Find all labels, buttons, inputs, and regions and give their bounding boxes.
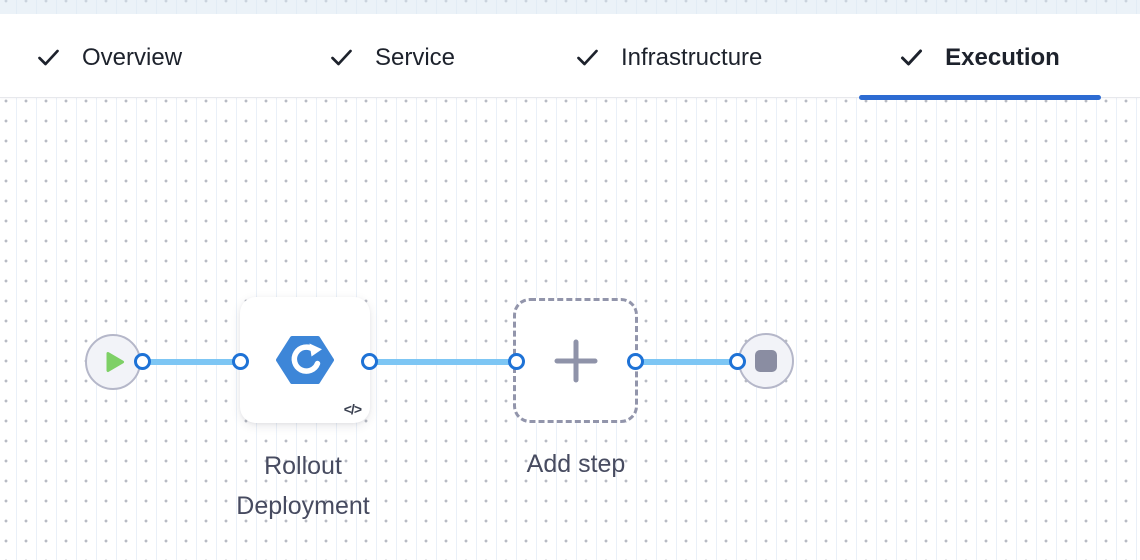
active-tab-underline [859, 95, 1101, 100]
end-node[interactable] [738, 333, 794, 389]
port-step-out[interactable] [361, 353, 378, 370]
check-icon [37, 48, 60, 67]
tab-label: Execution [945, 43, 1060, 71]
start-node[interactable] [85, 334, 141, 390]
rollout-deployment-hexagon-icon [276, 336, 334, 384]
check-icon [900, 48, 923, 67]
edge-addstep-to-end [636, 359, 738, 365]
stop-icon [755, 350, 777, 372]
check-icon [576, 48, 599, 67]
port-addstep-out[interactable] [627, 353, 644, 370]
port-addstep-in[interactable] [508, 353, 525, 370]
port-step-in[interactable] [232, 353, 249, 370]
tab-execution[interactable]: Execution [859, 14, 1101, 100]
tab-service[interactable]: Service [330, 14, 455, 97]
step-node-rollout-deployment[interactable]: </> [240, 297, 370, 423]
port-end-in[interactable] [729, 353, 746, 370]
add-step-button[interactable] [513, 298, 638, 423]
port-start-out[interactable] [134, 353, 151, 370]
tab-overview[interactable]: Overview [37, 14, 182, 97]
play-icon [104, 350, 126, 374]
edge-step-to-addstep [370, 359, 516, 365]
edge-start-to-step [144, 359, 240, 365]
check-icon [330, 48, 353, 67]
add-step-label: Add step [526, 450, 626, 478]
plus-icon [553, 338, 599, 384]
tab-label: Service [375, 43, 456, 71]
canvas-top-tint-strip [0, 0, 1140, 14]
pipeline-stage-tabbar: Overview Service Infrastructure Executio… [0, 14, 1140, 100]
tab-infrastructure[interactable]: Infrastructure [576, 14, 762, 97]
tab-label: Infrastructure [621, 43, 763, 71]
step-label: Rollout Deployment [236, 452, 370, 520]
code-badge: </> [343, 401, 362, 417]
tab-label: Overview [82, 43, 183, 71]
